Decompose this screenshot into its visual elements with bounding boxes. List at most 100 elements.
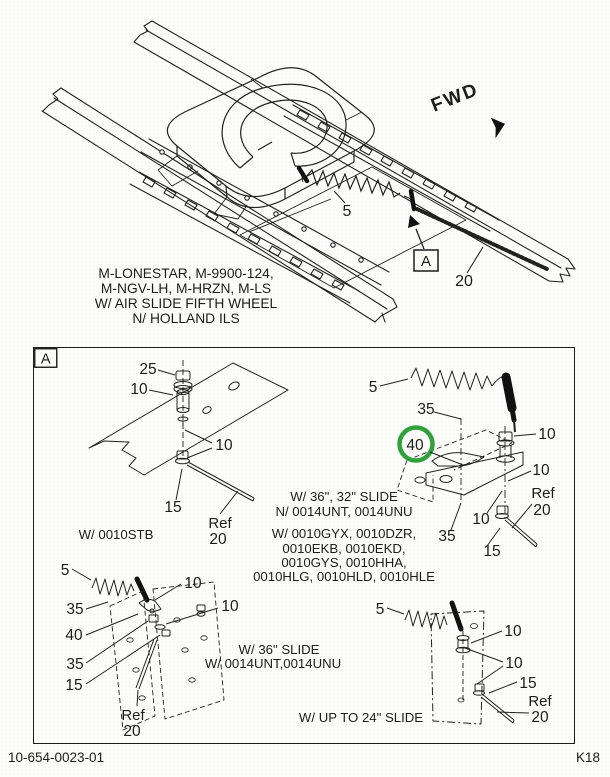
slide-note-line: N/ 0014UNT, 0014UNU bbox=[275, 504, 412, 519]
callout-15: 15 bbox=[65, 677, 82, 694]
leader-line bbox=[513, 433, 537, 437]
callout-10: 10 bbox=[184, 575, 202, 592]
leader-line bbox=[433, 411, 462, 420]
release-spring-art bbox=[296, 165, 417, 212]
model-note-line: M-LONESTAR, M-9900-124, bbox=[98, 266, 273, 281]
slide-rail-part-20 bbox=[415, 207, 549, 271]
detail-callout-a: A bbox=[421, 253, 431, 270]
fwd-direction-marker: FWD bbox=[428, 79, 505, 139]
leader-line bbox=[85, 601, 109, 610]
lower-left-detail: 5 10 10 35 40 35 15 Ref 20 W/ 36" SLIDE … bbox=[61, 562, 341, 740]
fwd-arrow-icon bbox=[490, 117, 505, 139]
fwd-label: FWD bbox=[428, 79, 482, 116]
applicability-line: W/ 0010GYX, 0010DZR, bbox=[272, 526, 416, 541]
model-note-line: W/ AIR SLIDE FIFTH WHEEL bbox=[95, 296, 278, 311]
slide-caption-line: W/ 36" SLIDE bbox=[239, 642, 320, 657]
leader-line bbox=[71, 568, 92, 581]
slide-note: W/ 36", 32" SLIDE N/ 0014UNT, 0014UNU W/… bbox=[253, 489, 435, 584]
detail-view-a-drawing: A bbox=[34, 348, 556, 740]
callout-15: 15 bbox=[519, 675, 536, 692]
callout-5: 5 bbox=[343, 203, 352, 220]
callout-20: 20 bbox=[209, 531, 227, 548]
frame-rails-art bbox=[41, 20, 576, 323]
left-rack-teeth bbox=[142, 176, 345, 291]
leader-line bbox=[464, 647, 504, 685]
callout-40: 40 bbox=[406, 437, 424, 454]
callout-5: 5 bbox=[376, 601, 385, 618]
upper-left-detail: 25 10 10 15 Ref 20 W/ 0010STB bbox=[79, 360, 289, 548]
callout-10: 10 bbox=[538, 426, 556, 443]
arrowhead bbox=[408, 215, 420, 228]
ref-label: Ref bbox=[531, 485, 555, 502]
leader-line bbox=[386, 607, 405, 615]
leader-line bbox=[219, 490, 239, 515]
callout-35: 35 bbox=[66, 656, 83, 673]
callout-10: 10 bbox=[532, 462, 550, 479]
callout-10: 10 bbox=[472, 511, 490, 528]
leader-line bbox=[429, 451, 464, 466]
leader-line bbox=[470, 630, 503, 644]
model-note-line: N/ HOLLAND ILS bbox=[132, 311, 239, 326]
callout-20: 20 bbox=[123, 723, 141, 740]
applicability-line: 0010GYS, 0010HHA, bbox=[281, 555, 406, 570]
middle-right-detail: 5 35 40 10 10 Ref 20 10 35 15 bbox=[253, 367, 556, 584]
document-number: 10-654-0023-01 bbox=[8, 750, 105, 765]
right-rack-teeth bbox=[296, 109, 478, 213]
callout-10: 10 bbox=[221, 598, 239, 615]
slide-caption-line: W/ 0014UNT,0014UNU bbox=[205, 656, 341, 671]
leader-line bbox=[85, 620, 149, 664]
callout-5: 5 bbox=[369, 379, 378, 396]
callout-40: 40 bbox=[65, 627, 83, 644]
model-note-line: M-NGV-LH, M-HRZN, M-LS bbox=[101, 281, 271, 296]
ref-label: Ref bbox=[121, 707, 145, 724]
callout-20: 20 bbox=[531, 709, 549, 726]
callout-15: 15 bbox=[164, 499, 181, 516]
callout-5: 5 bbox=[61, 562, 70, 579]
detail-view-a-box: A bbox=[33, 347, 575, 744]
detail-corner-label: A bbox=[41, 352, 51, 368]
leader-line bbox=[486, 527, 501, 547]
slide-caption: W/ 36" SLIDE W/ 0014UNT,0014UNU bbox=[205, 642, 341, 671]
callout-15: 15 bbox=[483, 543, 500, 560]
leader-line bbox=[496, 711, 530, 714]
leader-line bbox=[486, 490, 503, 514]
ref-label: Ref bbox=[528, 693, 552, 710]
leader-line bbox=[488, 681, 518, 694]
callout-35: 35 bbox=[438, 528, 455, 545]
leader-line bbox=[511, 503, 533, 529]
caption-up-to-24-slide: W/ UP TO 24" SLIDE bbox=[299, 710, 423, 725]
leader-line bbox=[415, 228, 425, 250]
callout-10: 10 bbox=[215, 437, 233, 454]
highlight-circle bbox=[397, 425, 435, 463]
applicability-line: 0010EKB, 0010EKD, bbox=[282, 541, 405, 556]
leader-line bbox=[148, 389, 174, 396]
fifth-wheel-assembly-drawing: 5 A 20 FWD M-LONESTAR, M-9900-124, M-NGV… bbox=[41, 20, 576, 326]
leader-line bbox=[85, 613, 139, 636]
leader-line bbox=[85, 634, 161, 685]
slide-note-line: W/ 36", 32" SLIDE bbox=[290, 489, 398, 504]
leader-line bbox=[333, 190, 346, 204]
leader-line bbox=[175, 468, 183, 501]
callout-25: 25 bbox=[139, 361, 156, 378]
callout-10: 10 bbox=[505, 655, 523, 672]
callout-35: 35 bbox=[417, 401, 434, 418]
detail-callout-a-box bbox=[413, 249, 439, 272]
leader-line bbox=[136, 689, 139, 707]
detail-corner-label-box bbox=[34, 348, 58, 368]
page-code: K18 bbox=[575, 750, 600, 765]
leader-line bbox=[379, 378, 409, 387]
caption-w-0010stb: W/ 0010STB bbox=[79, 527, 154, 542]
leader-line bbox=[507, 470, 532, 482]
leader-line bbox=[165, 607, 219, 625]
callout-10: 10 bbox=[504, 623, 522, 640]
leader-line bbox=[450, 502, 462, 531]
leader-line bbox=[154, 583, 182, 601]
callout-35: 35 bbox=[66, 601, 83, 618]
model-note: M-LONESTAR, M-9900-124, M-NGV-LH, M-HRZN… bbox=[95, 266, 278, 326]
lower-right-detail: 5 10 10 15 Ref 20 W/ UP TO 24" SLIDE bbox=[299, 600, 553, 726]
callout-20: 20 bbox=[533, 502, 551, 519]
leader-line bbox=[466, 246, 484, 274]
callout-10: 10 bbox=[130, 381, 148, 398]
leader-line bbox=[157, 369, 176, 376]
